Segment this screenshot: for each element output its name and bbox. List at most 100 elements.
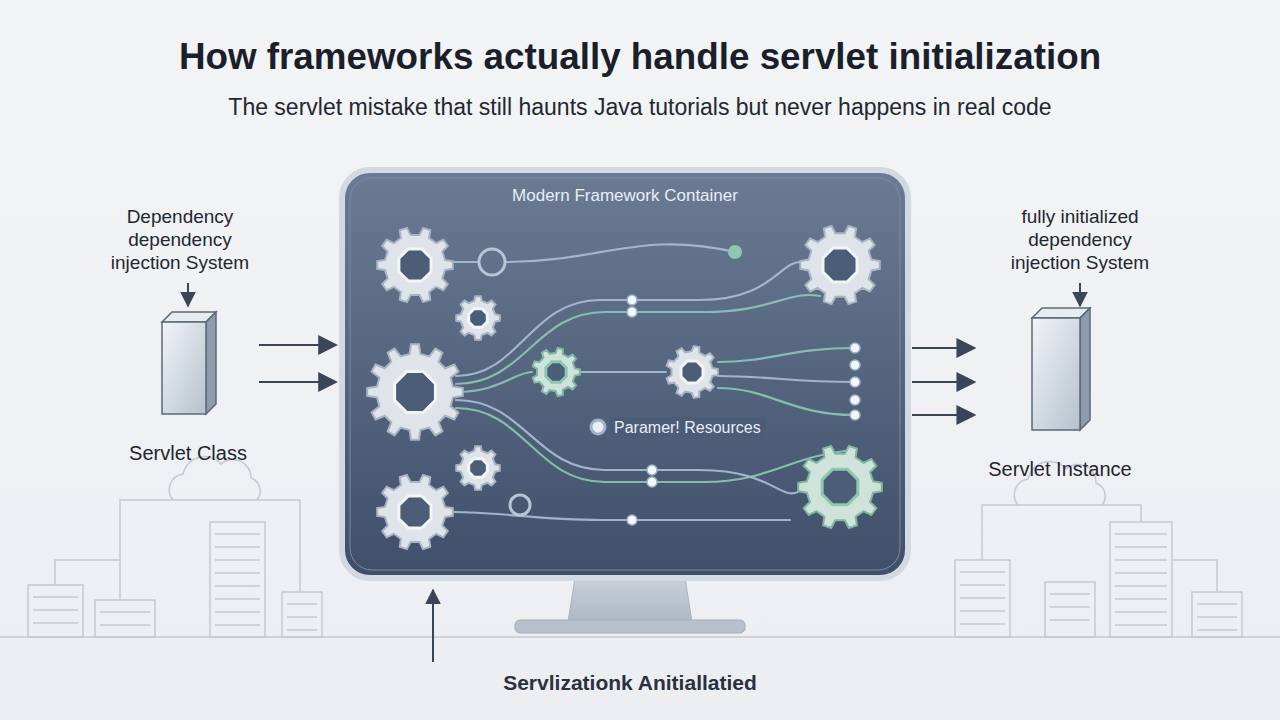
resource-dot [591, 420, 605, 434]
box-label: Servlet Class [121, 442, 255, 465]
gear [377, 475, 453, 549]
label-wrap: Paramer! Resources [610, 417, 765, 438]
rack-shelf [1197, 616, 1237, 618]
rack-shelf [1197, 629, 1237, 631]
node-dot [728, 245, 742, 259]
rack-shelf [215, 559, 260, 561]
server-rack [95, 600, 155, 637]
rack-shelf [33, 596, 78, 598]
junction-dots [627, 295, 860, 525]
gear [533, 348, 580, 396]
rack-shelf [287, 629, 317, 631]
rack-shelf [1050, 606, 1090, 608]
container-title: Modern Framework Container [342, 186, 908, 206]
rack-shelf [1115, 559, 1167, 561]
wire [718, 348, 855, 362]
rack-shelf [1115, 546, 1167, 548]
server-rack [210, 522, 265, 637]
rack-shelf [100, 624, 150, 626]
rack-shelf [215, 546, 260, 548]
network-line [120, 500, 173, 600]
wire [456, 295, 820, 384]
monitor-base [515, 620, 745, 633]
gear-hub [395, 372, 436, 413]
ring [479, 249, 505, 275]
gear [667, 346, 718, 398]
rack-shelf [287, 616, 317, 618]
junction-dot [850, 395, 860, 405]
gear-hub [823, 248, 857, 282]
box-label: Servlet Instance [980, 458, 1139, 481]
box-shape [158, 310, 218, 418]
monitor-neck [568, 578, 692, 622]
server-rack [282, 592, 322, 637]
rack-shelf [960, 610, 1005, 612]
wire [456, 408, 855, 482]
rack-shelf [1115, 585, 1167, 587]
flow-arrow [912, 381, 974, 383]
rack-shelf [960, 584, 1005, 586]
junction-dot [627, 295, 637, 305]
instance-box: Servlet Instance [980, 306, 1139, 481]
rack-shelf [1197, 603, 1237, 605]
leader-arrow [432, 590, 434, 662]
wire [453, 261, 478, 263]
rack-shelf [215, 624, 260, 626]
gear [798, 446, 882, 528]
label-wrap: Servlizationk Anitiallatied [330, 670, 930, 695]
rack-shelf [33, 609, 78, 611]
resource-label: Paramer! Resources [610, 417, 765, 438]
rack-shelf [215, 572, 260, 574]
server-rack [1110, 522, 1172, 637]
subtitle: The servlet mistake that still haunts Ja… [0, 94, 1280, 121]
rack-shelf [960, 571, 1005, 573]
junction-dot [627, 515, 637, 525]
leader-arrow [187, 283, 189, 306]
flow-arrow [912, 347, 974, 349]
rack-shelf [33, 622, 78, 624]
monitor-screen [342, 170, 908, 578]
wire [718, 376, 855, 382]
network-line [982, 505, 1018, 560]
wire-bundle [453, 244, 855, 520]
gear-hub [546, 362, 566, 382]
callout-label: Dependency dependency injection System [95, 206, 265, 274]
wire [580, 371, 666, 373]
leader-arrow [1079, 283, 1081, 306]
network-line [1102, 505, 1141, 522]
ring [510, 495, 530, 515]
wire [453, 512, 790, 520]
title-wrap: How frameworks actually handle servlet i… [0, 36, 1280, 78]
box-side [1080, 308, 1090, 430]
flow-arrow [259, 344, 336, 346]
rack-shelf [215, 533, 260, 535]
label-wrap: Dependency dependency injection System [95, 206, 265, 274]
rack-shelf [100, 611, 150, 613]
callout-label: fully initialized dependency injection S… [995, 206, 1165, 274]
box-front [162, 322, 206, 414]
wire [456, 262, 800, 376]
rack-shelf [960, 597, 1005, 599]
gear [800, 226, 880, 304]
junction-dot [647, 465, 657, 475]
gear-hub [399, 249, 431, 281]
junction-dot [850, 360, 860, 370]
rack-shelf [960, 623, 1005, 625]
title: How frameworks actually handle servlet i… [0, 36, 1280, 78]
label-wrap: fully initialized dependency injection S… [995, 206, 1165, 274]
gears [367, 226, 882, 549]
rack-shelf [287, 603, 317, 605]
junction-dot [627, 307, 637, 317]
network-line [55, 560, 120, 585]
rack-shelf [1050, 593, 1090, 595]
rack-shelf [215, 611, 260, 613]
box-shape [1028, 306, 1092, 434]
network-line [257, 500, 300, 592]
container-monitor: Modern Framework Container [342, 170, 908, 578]
gear-hub [469, 459, 488, 478]
class-box: Servlet Class [121, 310, 255, 465]
server-rack [28, 585, 83, 637]
gear [456, 446, 500, 490]
monitor-inner-edge [350, 178, 900, 570]
